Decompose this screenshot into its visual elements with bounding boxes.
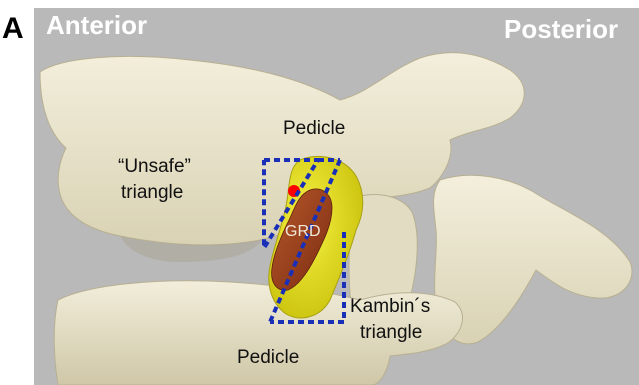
kambin-triangle-label-line1: Kambin´s bbox=[350, 296, 430, 317]
unsafe-triangle-label-line1: “Unsafe” bbox=[118, 156, 191, 177]
pedicle-top-label: Pedicle bbox=[283, 118, 345, 139]
posterior-label: Posterior bbox=[504, 14, 618, 44]
grd-label: GRD bbox=[285, 223, 321, 240]
unsafe-triangle-label-line2: triangle bbox=[121, 182, 183, 203]
pedicle-bottom-label: Pedicle bbox=[237, 347, 299, 368]
anterior-label: Anterior bbox=[46, 10, 147, 40]
panel-letter: A bbox=[2, 12, 24, 45]
kambin-triangle-label-line2: triangle bbox=[360, 322, 422, 343]
